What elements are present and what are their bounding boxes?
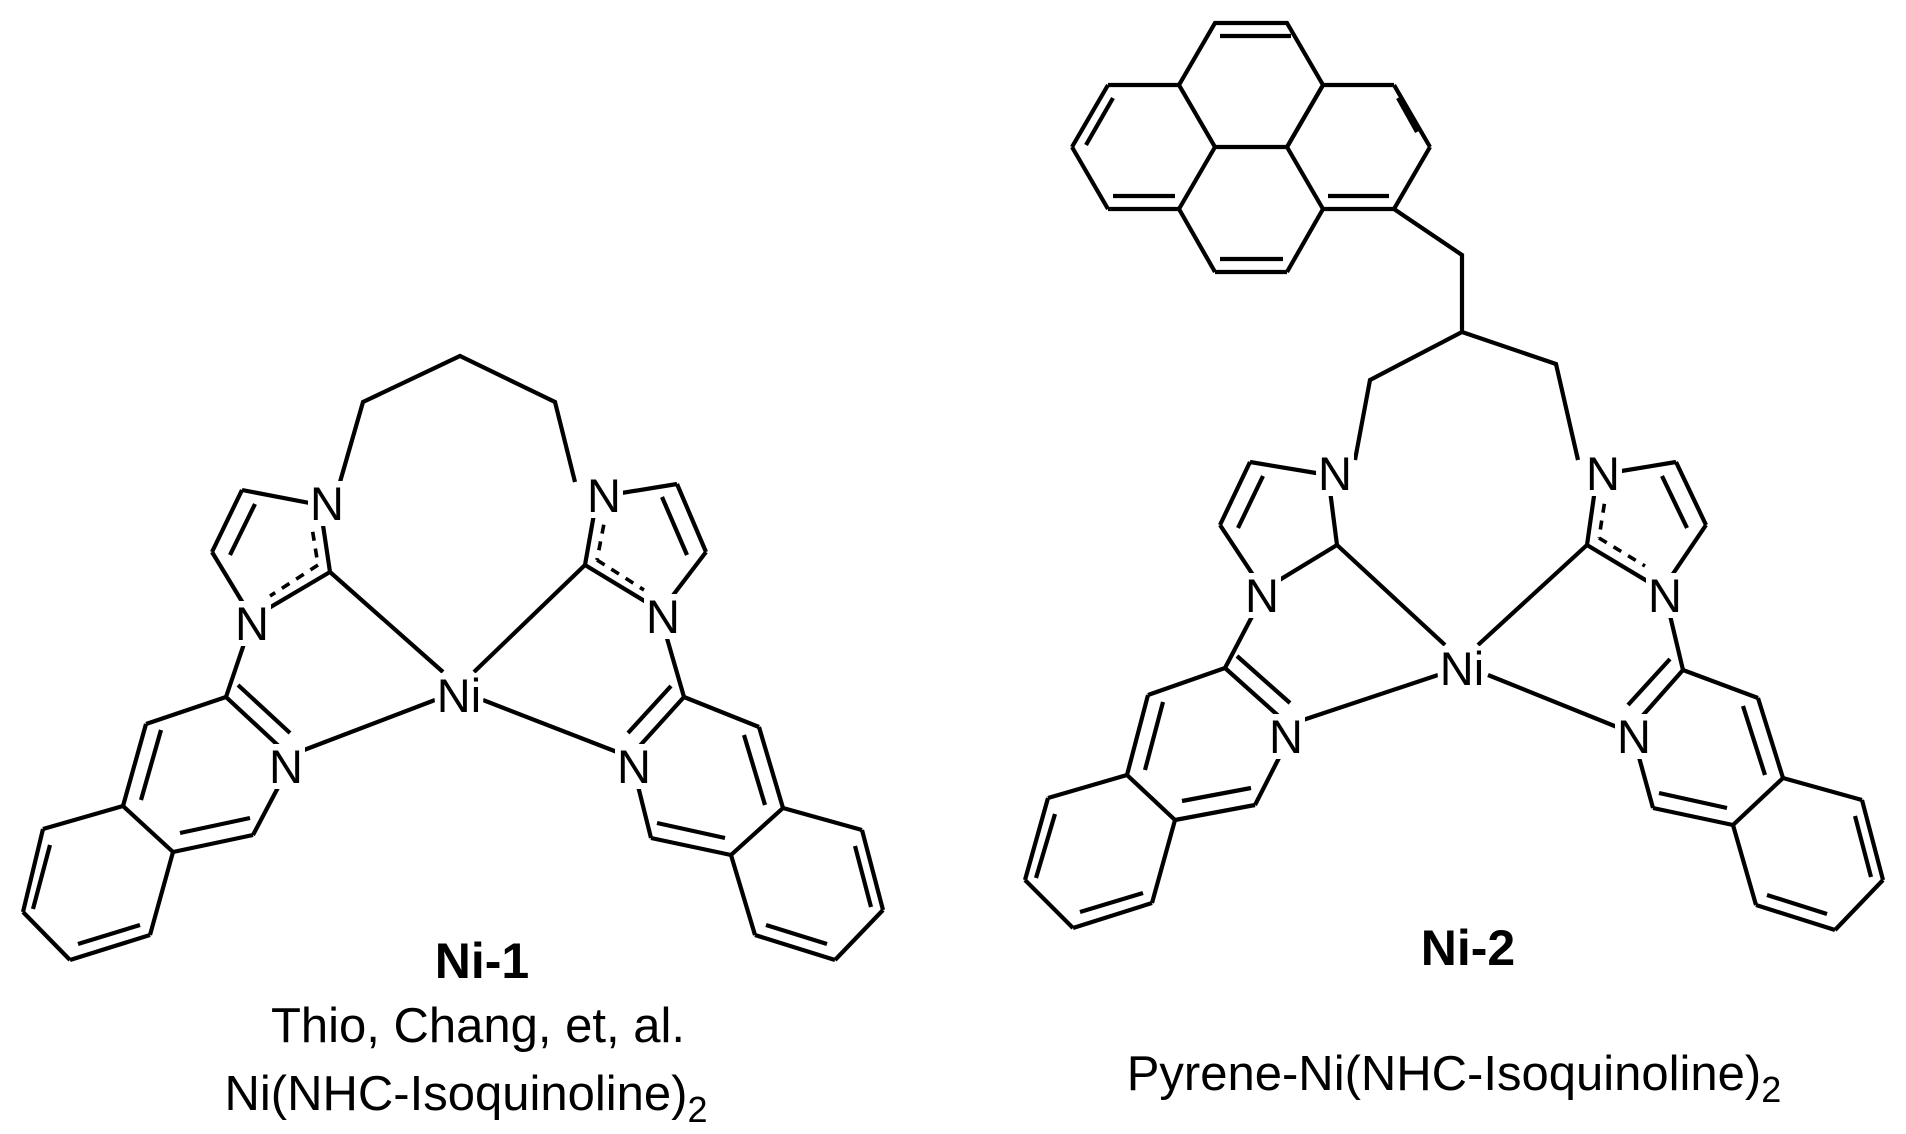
ni2-pyrene: [1070, 20, 1432, 275]
ni1-right-isoquinoline: [626, 684, 886, 963]
ni1-compound-label: Ni-1: [435, 933, 529, 989]
ni2-formula: Pyrene-Ni(NHC-Isoquinoline)2: [1127, 1047, 1782, 1110]
atom-label-background: [267, 744, 305, 789]
ni2-left-n-coordination: [1302, 673, 1439, 722]
ni1-n-atom: N: [310, 477, 344, 530]
ni1-n-atom: N: [269, 740, 303, 793]
atom-label-background: [233, 601, 271, 646]
ni2-formula-subscript: 2: [1761, 1069, 1781, 1110]
ni1-right-n-coordination: [482, 698, 618, 754]
ni1-structure: N N N N N N Ni: [20, 353, 886, 963]
ni2-n-atom: N: [1617, 710, 1651, 763]
ni1-n-atom: N: [235, 597, 269, 650]
ni2-n-atom: N: [1318, 447, 1352, 500]
ni1-right-carbene-bond: [472, 563, 587, 674]
ni2-n-atom: N: [1648, 569, 1682, 622]
atom-label-background: [1584, 451, 1622, 496]
ni2-linker: [1352, 207, 1465, 461]
ni2-right-carbene-bond: [1476, 543, 1589, 647]
ni1-formula-subscript: 2: [687, 1089, 707, 1130]
ni2-n-atom: N: [1245, 569, 1279, 622]
atom-label-background: [1437, 646, 1487, 691]
ni2-left-isoquinoline: [1022, 654, 1292, 931]
ni2-right-n-coordination: [1487, 673, 1618, 729]
ni2-formula-main: Pyrene-Ni(NHC-Isoquinoline): [1127, 1047, 1762, 1101]
ni2-nickel-atom: Ni: [1440, 642, 1484, 695]
ni1-left-n-coordination: [303, 698, 436, 752]
atom-label-background: [1243, 573, 1281, 618]
ni1-left-carbene-bond: [328, 570, 445, 674]
ni2-right-isoquinoline: [1626, 657, 1886, 933]
ni2-compound-label: Ni-2: [1421, 920, 1515, 976]
atom-label-background: [585, 473, 623, 518]
atom-label-background: [1267, 714, 1305, 759]
ni2-structure: N N N N N N Ni: [1022, 20, 1886, 933]
ni1-formula: Ni(NHC-Isoquinoline)2: [225, 1067, 708, 1130]
atom-label-background: [308, 481, 346, 526]
ni1-n-atom: N: [617, 740, 651, 793]
atom-label-background: [615, 744, 653, 789]
ni1-citation: Thio, Chang, et, al.: [271, 999, 685, 1053]
ni1-n-atom: N: [587, 469, 621, 522]
ni2-left-carbene-bond: [1335, 543, 1447, 647]
ni1-left-isoquinoline: [20, 683, 292, 963]
atom-label-background: [1316, 451, 1354, 496]
ni2-linker: [1461, 330, 1581, 461]
ni1-n-atom: N: [646, 590, 680, 643]
ni1-nickel-atom: Ni: [437, 669, 481, 722]
atom-label-background: [434, 673, 484, 718]
atom-label-background: [1615, 714, 1653, 759]
atom-label-background: [1646, 573, 1684, 618]
atom-label-background: [644, 594, 682, 639]
ni2-n-atom: N: [1269, 710, 1303, 763]
ni1-formula-main: Ni(NHC-Isoquinoline): [225, 1067, 688, 1121]
ni2-n-atom: N: [1586, 447, 1620, 500]
ni1-propyl-linker: [337, 353, 578, 483]
